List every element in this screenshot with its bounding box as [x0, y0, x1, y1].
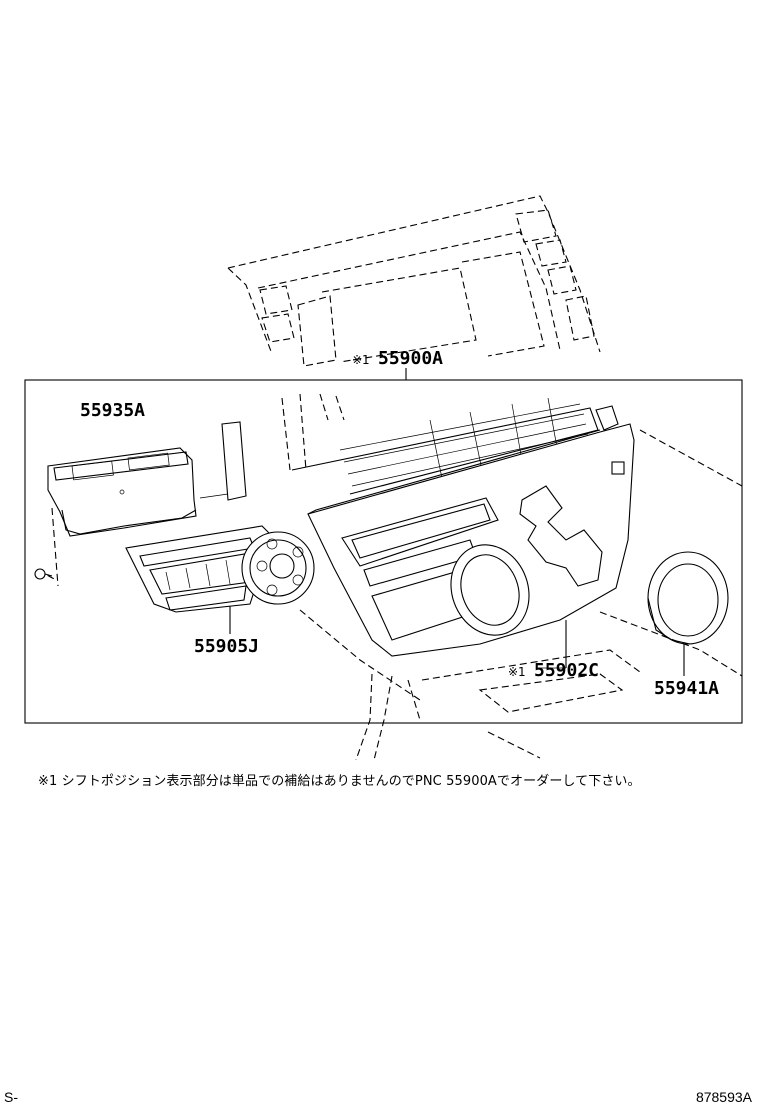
callout-55900A: 55900A: [378, 348, 443, 369]
dashboard-outline: [227, 195, 601, 367]
footer-section-code: S-: [4, 1089, 18, 1105]
callout-55935A: 55935A: [80, 400, 145, 421]
center-panel: [307, 405, 635, 669]
display-unit: [37, 421, 247, 587]
knob-ring: [647, 551, 729, 676]
callout-55905J: 55905J: [194, 636, 259, 657]
climate-control-unit: [125, 525, 315, 634]
footer-illustration-number: 878593A: [695, 1089, 752, 1105]
callout-55941A: 55941A: [654, 678, 719, 699]
screw: [34, 568, 53, 580]
callout-55902C-mark: ※1: [508, 665, 526, 679]
callout-55902C: 55902C: [534, 660, 599, 681]
footnote: ※1 シフトポジション表示部分は単品での補給はありませんのでPNC 55900A…: [38, 774, 641, 789]
callout-55900A-mark: ※1: [352, 353, 370, 367]
console-outline: [299, 429, 743, 761]
